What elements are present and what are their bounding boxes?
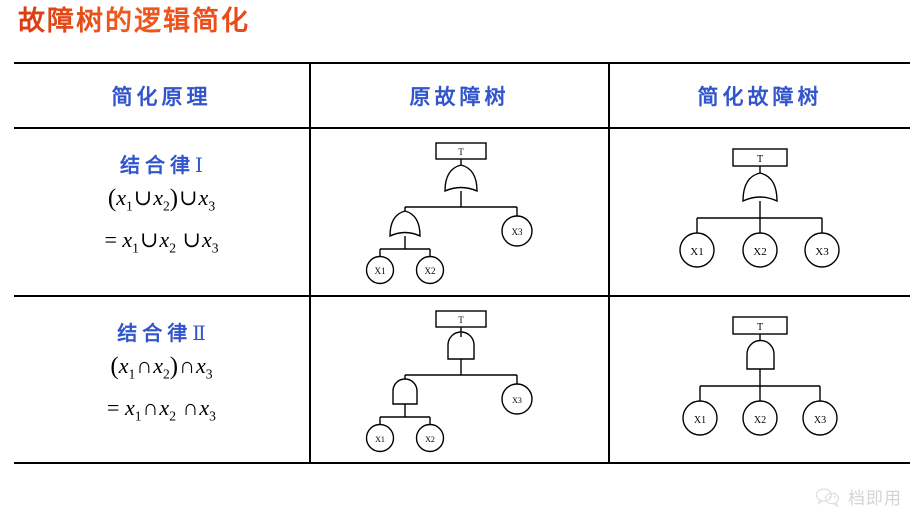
table-header-cell-simplified-tree: 简化故障树 [608,64,910,127]
basic-event-label: X2 [425,435,435,444]
principle-content: 结合律Ⅱ (x1∩x2)∩x3 = x1∩x2 ∩x3 [14,319,309,434]
basic-event-circle [679,232,715,268]
table-header-row: 简化原理 原故障树 简化故障树 [14,64,910,129]
formula-operator: ∩ [136,353,153,378]
original-fault-tree-row2: T X1 X2 X3 [365,310,533,453]
original-tree-cell-row1: T X1 X2 [309,129,608,295]
formula-operator: ∪ [133,185,153,210]
column-header-label: 简化原理 [111,84,212,109]
table-row: 结合律Ⅰ (x1∪x2)∪x3 = x1∪x2 ∪x3 T [14,129,910,297]
column-header-label: 原故障树 [409,84,510,109]
page-title: 故障树的逻辑简化 [18,6,250,36]
wechat-logo-icon [815,487,840,507]
basic-event-circle [415,423,444,453]
top-event-label: T [458,147,464,157]
basic-event-circle [365,423,394,453]
simplified-fault-tree-row1: T X1 X2 X3 [679,148,840,268]
and-gate-sub [391,378,418,405]
basic-event-label: X1 [690,246,703,258]
formula-operator: ∪ [182,227,201,253]
table-header-cell-principle: 简化原理 [14,64,309,127]
simplified-tree-cell-row2: T X1 X2 X3 [608,297,910,463]
formula-line-1: (x1∪x2)∪x3 [107,185,216,214]
principle-content: 结合律Ⅰ (x1∪x2)∪x3 = x1∪x2 ∪x3 [14,151,309,266]
formula-line-1: (x1∩x2)∩x3 [110,353,213,382]
basic-event-circle [500,215,533,247]
law-numeral: Ⅱ [192,323,206,345]
formula-operator: ∩ [142,395,159,421]
original-tree-cell-row2: T X1 X2 X3 [309,297,608,463]
simplification-table: 简化原理 原故障树 简化故障树 结合律Ⅰ (x1∪x2)∪x3 = x1∪x2 … [14,62,910,464]
basic-event-label: X3 [511,227,522,237]
basic-event-label: X1 [375,435,385,444]
basic-event-circle [682,400,718,436]
basic-event-label: X1 [694,415,706,426]
basic-event-circle [500,383,533,415]
basic-event-circle [742,400,778,436]
top-event-label: T [757,322,763,333]
simplified-fault-tree-row2: T X1 X2 X3 [682,316,838,436]
basic-event-circle [804,232,840,268]
formula-operator: ∩ [182,395,199,421]
law-title-row2: 结合律Ⅱ [14,319,309,349]
original-fault-tree-row1: T X1 X2 [365,142,533,285]
table-row: 结合律Ⅱ (x1∩x2)∩x3 = x1∩x2 ∩x3 T [14,297,910,463]
table-header-cell-original-tree: 原故障树 [309,64,608,127]
law-label: 结合律 [117,323,193,345]
and-gate-top [446,331,475,360]
basic-event-circle [802,400,838,436]
basic-event-label: X2 [754,415,766,426]
law-title-row1: 结合律Ⅰ [14,151,309,181]
top-event-label: T [757,154,763,165]
watermark-label: 档即用 [848,489,902,508]
basic-event-label: X3 [815,246,829,258]
principle-cell-row1: 结合律Ⅰ (x1∪x2)∪x3 = x1∪x2 ∪x3 [14,129,309,295]
law-numeral: Ⅰ [195,155,203,177]
top-event-label: T [458,315,464,325]
basic-event-label: X2 [753,246,766,258]
column-header-label: 简化故障树 [697,84,823,109]
basic-event-label: X1 [374,266,385,276]
principle-cell-row2: 结合律Ⅱ (x1∩x2)∩x3 = x1∩x2 ∩x3 [14,297,309,463]
basic-event-circle [742,232,778,268]
basic-event-label: X2 [424,266,435,276]
basic-event-label: X3 [814,415,826,426]
formula-operator: ∩ [179,353,195,378]
watermark: 档即用 [815,484,902,509]
basic-event-label: X3 [512,396,522,405]
formula-line-2: = x1∩x2 ∩x3 [107,395,216,424]
and-gate-top [746,339,775,370]
or-gate-top [443,164,478,193]
simplified-tree-cell-row1: T X1 X2 X3 [608,129,910,295]
basic-event-circle [415,255,444,285]
or-gate-top [742,172,778,203]
basic-event-circle [365,255,394,285]
formula-operator: ∪ [179,185,198,210]
formula-operator: ∪ [139,227,159,253]
or-gate-sub [388,210,421,238]
formula-line-2: = x1∪x2 ∪x3 [104,227,219,256]
law-label: 结合律 [120,155,196,177]
